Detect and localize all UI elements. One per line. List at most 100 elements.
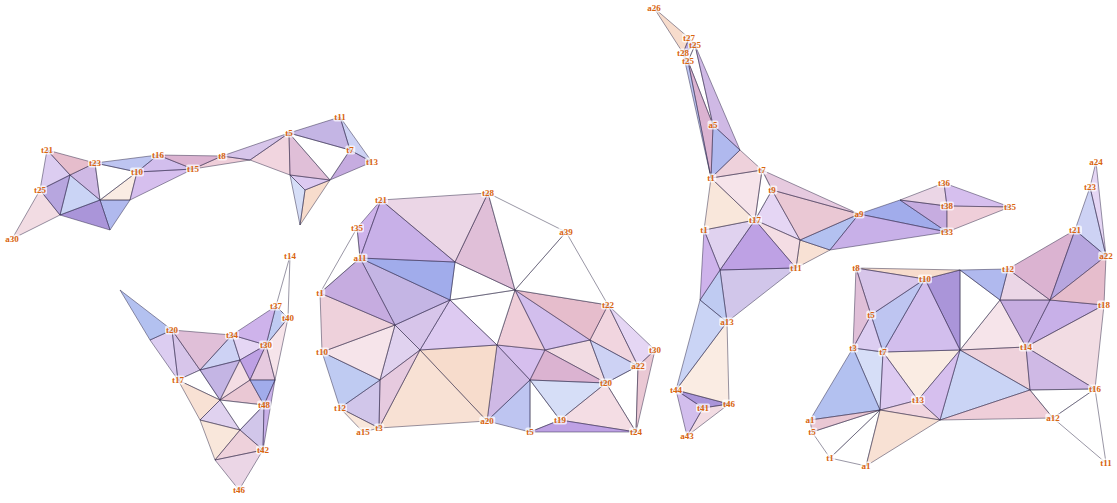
vertex-label: a22 [1098,252,1114,261]
simplex-face [222,133,289,160]
vertex-label: t23 [88,159,102,168]
simplex-face [960,269,1008,300]
simplex-face [676,390,703,436]
vertex-label: a13 [719,318,735,327]
vertex-label: t3 [374,424,384,433]
vertex-label: t34 [225,331,239,340]
simplex-face [320,258,395,325]
simplex-face [215,450,263,490]
vertex-label: t10 [918,275,932,284]
vertex-label: t25 [33,186,47,195]
vertex-label: a24 [1088,158,1104,167]
simplex-face [381,193,488,262]
vertex-label: a12 [1045,414,1061,423]
vertex-label: a22 [630,362,646,371]
simplex-face [853,268,871,348]
simplex-face [289,117,350,150]
simplex-face [947,206,1010,232]
vertex-label: t42 [256,446,270,455]
vertex-label: t41 [696,404,710,413]
simplex-face [1050,256,1106,305]
vertex-label: t1 [315,289,325,298]
simplex-face [810,348,880,420]
vertex-label: t21 [40,146,54,155]
simplex-face [95,155,158,172]
vertex-label: t24 [629,428,643,437]
vertex-label: a1 [861,462,872,471]
vertex-label: t46 [722,400,736,409]
vertex-label: t17 [171,376,185,385]
vertex-label: t37 [269,302,283,311]
vertex-label: a26 [646,4,662,13]
vertex-label: t8 [851,264,861,273]
simplex-face [654,8,689,53]
vertex-label: a43 [679,432,695,441]
vertex-label: t10 [130,168,144,177]
vertex-label: t28 [481,189,495,198]
vertex-label: t8 [217,152,227,161]
vertex-label: t7 [345,146,355,155]
vertex-label: t20 [165,326,179,335]
vertex-label: t11 [789,264,803,273]
vertex-label: t48 [257,401,271,410]
simplex-face [810,410,880,432]
simplex-face [683,53,711,178]
vertex-label: a30 [4,235,20,244]
simplex-face [232,306,276,345]
simplex-face [263,380,275,450]
simplex-face [530,420,636,432]
vertex-label: t25 [688,41,702,50]
vertex-label: t5 [807,428,817,437]
simplex-face [530,350,606,383]
simplex-face [1026,305,1104,389]
vertex-label: t11 [1099,459,1113,468]
vertex-label: t19 [553,416,567,425]
vertex-label: t23 [1083,183,1097,192]
vertex-label: t13 [365,158,379,167]
vertex-label: t35 [350,224,364,233]
simplex-face [40,150,70,190]
simplex-face [762,170,859,214]
vertex-label: a5 [708,121,719,130]
simplex-face [1053,389,1106,463]
vertex-label: t7 [757,166,767,175]
vertex-label: t35 [1003,203,1017,212]
vertex-label: t11 [333,113,347,122]
vertex-label: t16 [1088,385,1102,394]
vertex-label: a9 [854,210,865,219]
simplex-face [720,268,796,322]
vertex-label: t13 [911,396,925,405]
vertex-label: t1 [825,454,835,463]
vertex-label: t10 [315,348,329,357]
vertex-label: a20 [479,417,495,426]
vertex-label: t38 [940,202,954,211]
vertex-label: t5 [866,311,876,320]
vertex-label: t17 [748,216,762,225]
simplex-face [1090,162,1106,256]
vertex-label: t1 [706,174,716,183]
vertex-label: t40 [281,314,295,323]
vertex-label: t16 [151,151,165,160]
simplex-face [676,300,727,390]
vertex-label: t30 [259,341,273,350]
vertex-label: t46 [232,486,246,495]
vertex-label: t33 [940,228,954,237]
vertex-label: t21 [374,196,388,205]
vertex-label: t18 [1097,301,1111,310]
simplex-face [711,170,762,220]
simplex-face [866,410,940,466]
vertex-label: a15 [355,428,371,437]
vertex-label: t14 [283,252,297,261]
vertex-label: t9 [767,186,777,195]
vertex-label: t5 [525,428,535,437]
vertex-label: a11 [352,254,367,263]
vertex-label: t12 [1001,265,1015,274]
vertex-label: t3 [848,344,858,353]
vertex-label: t36 [937,179,951,188]
simplex-face [1026,347,1095,390]
vertex-label: t22 [601,301,615,310]
vertex-label: t21 [1068,226,1082,235]
vertex-label: t1 [699,226,709,235]
